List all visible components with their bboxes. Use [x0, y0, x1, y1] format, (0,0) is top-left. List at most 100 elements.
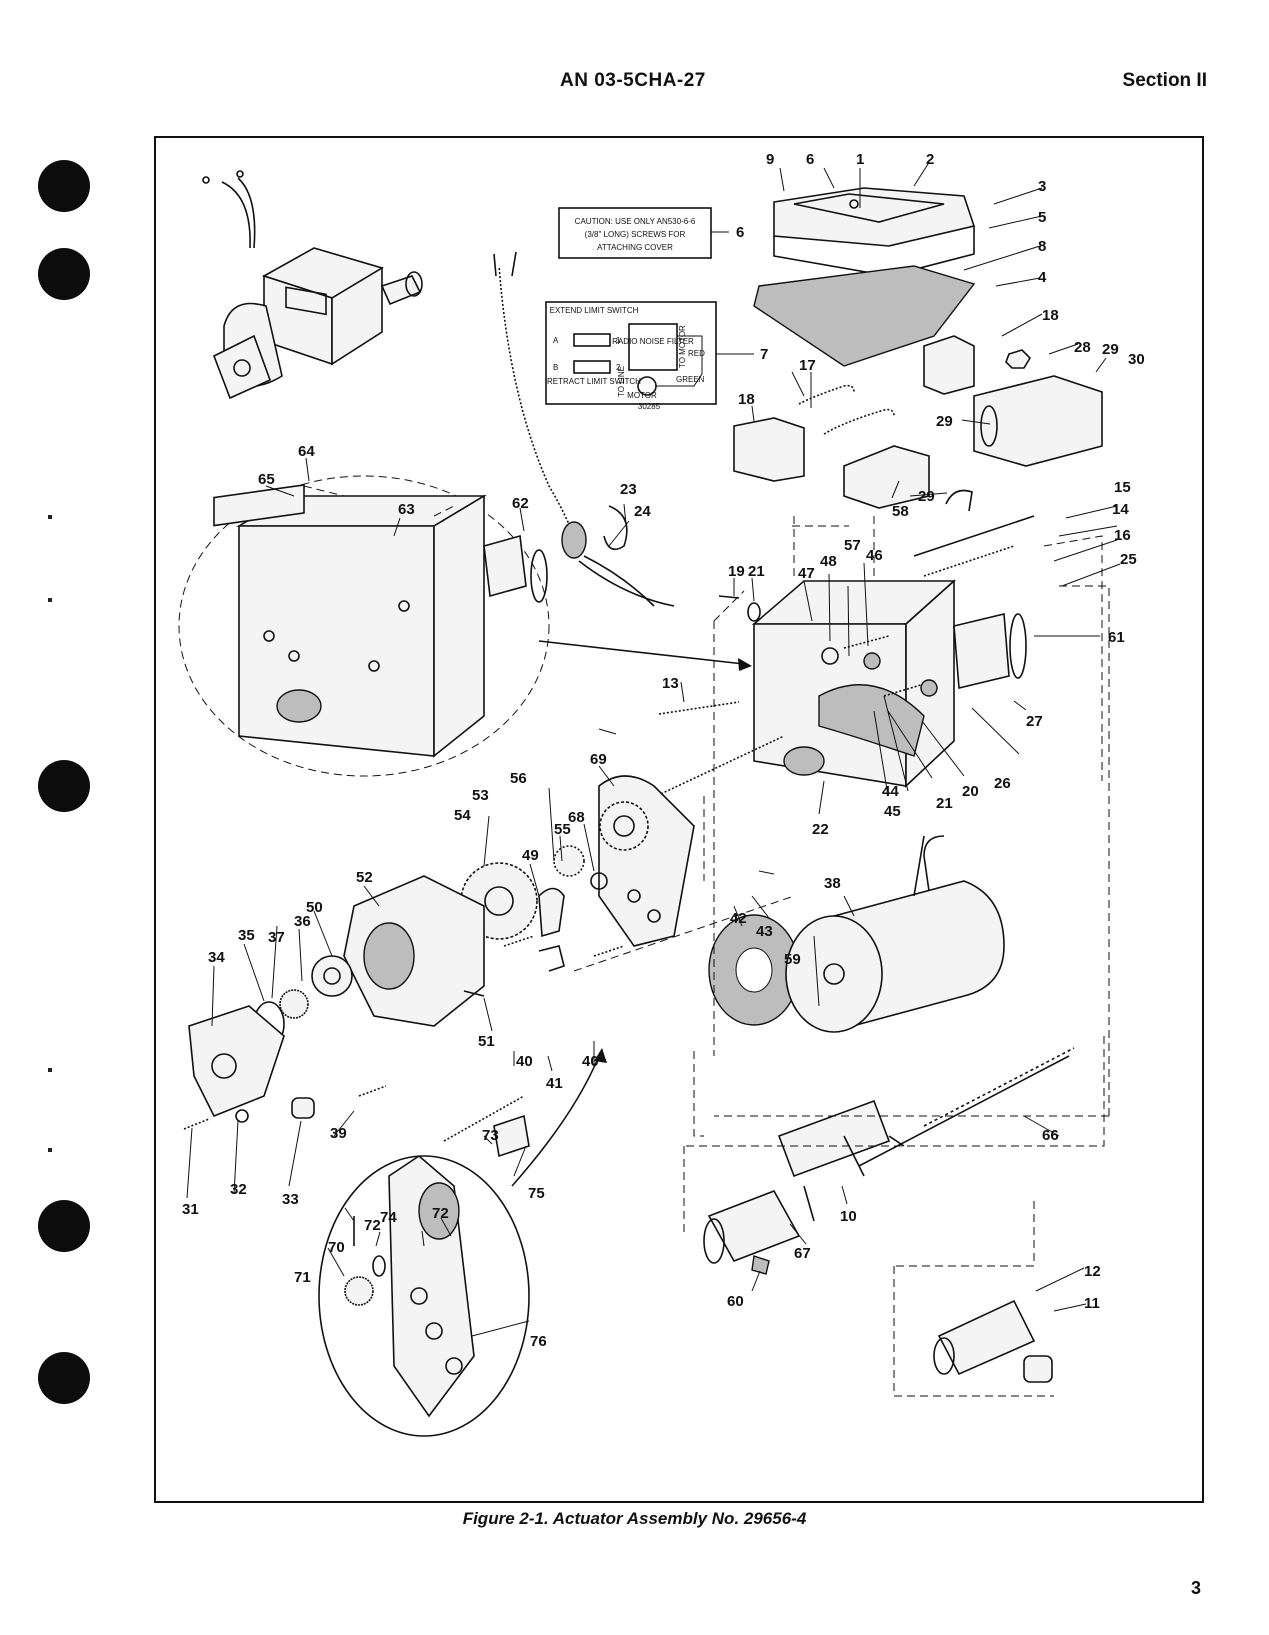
callout-4: 4	[1038, 269, 1047, 286]
binder-hole	[38, 160, 90, 212]
figure-frame	[154, 136, 1204, 1503]
binder-hole	[38, 1352, 90, 1404]
document-number: AN 03-5CHA-27	[560, 70, 706, 91]
callout-62: 62	[512, 495, 529, 512]
callout-10: 10	[840, 1208, 857, 1225]
callout-6: 6	[736, 224, 744, 241]
callout-71: 71	[294, 1269, 311, 1286]
motor-assembly	[708, 835, 1005, 1033]
callout-22: 22	[812, 821, 829, 838]
callout-51: 51	[478, 1033, 495, 1050]
callout-58: 58	[892, 503, 909, 520]
page-mark	[48, 1148, 52, 1152]
callout-63: 63	[398, 501, 415, 518]
callout-56: 56	[510, 770, 527, 787]
caution-line-2: (3/8" LONG) SCREWS FOR	[585, 230, 686, 239]
caution-line-1: CAUTION: USE ONLY AN530-6-6	[575, 217, 696, 226]
callout-24: 24	[634, 503, 651, 520]
callout-47: 47	[798, 565, 815, 582]
callout-45: 45	[884, 803, 901, 820]
callout-40a: 40	[516, 1053, 533, 1070]
callout-76: 76	[530, 1333, 547, 1350]
callout-75: 75	[528, 1185, 545, 1202]
callout-40b: 40	[582, 1053, 599, 1070]
callout-2: 2	[926, 151, 934, 168]
callout-57: 57	[844, 537, 861, 554]
callout-20: 20	[962, 783, 979, 800]
schematic-green: GREEN	[676, 375, 705, 384]
gear-train	[183, 775, 695, 1130]
page-mark	[48, 598, 52, 602]
callout-33: 33	[282, 1191, 299, 1208]
callout-68: 68	[568, 809, 585, 826]
callout-44: 44	[882, 783, 899, 800]
binder-hole	[38, 1200, 90, 1252]
callout-18a: 18	[738, 391, 755, 408]
callout-73: 73	[482, 1127, 499, 1144]
callout-61: 61	[1108, 629, 1125, 646]
callout-48: 48	[820, 553, 837, 570]
switch-components	[733, 335, 1103, 512]
callout-19: 19	[728, 563, 745, 580]
schematic-motor-number: 30285	[638, 402, 661, 411]
callout-5: 5	[1038, 209, 1046, 226]
callout-26: 26	[994, 775, 1011, 792]
assembled-actuator	[202, 170, 423, 400]
callout-28: 28	[1074, 339, 1091, 356]
callout-3: 3	[1038, 178, 1046, 195]
housing-detail	[178, 475, 550, 777]
callout-60: 60	[727, 1293, 744, 1310]
callout-18b: 18	[1042, 307, 1059, 324]
callout-numbers: 1 2 3 4 5 6 8 9 10 11 12 13 14 15 16 17 …	[182, 151, 1145, 1350]
callout-15: 15	[1114, 479, 1131, 496]
binder-hole	[38, 248, 90, 300]
schematic-filter: RADIO NOISE FILTER	[612, 337, 694, 346]
callout-59: 59	[784, 951, 801, 968]
exploded-view-diagram: CAUTION: USE ONLY AN530-6-6 (3/8" LONG) …	[178, 151, 1145, 1437]
callout-6b: 6	[806, 151, 814, 168]
callout-38: 38	[824, 875, 841, 892]
schematic-to-line: TO LINE	[617, 366, 626, 397]
schematic-terminal-b: B	[553, 363, 558, 372]
schematic-red: RED	[688, 349, 705, 358]
figure-caption: Figure 2-1. Actuator Assembly No. 29656-…	[462, 1509, 807, 1528]
page-mark	[48, 515, 52, 519]
callout-54: 54	[454, 807, 471, 824]
page-number: 3	[1190, 1578, 1201, 1598]
callout-12: 12	[1084, 1263, 1101, 1280]
schematic-retract-switch: RETRACT LIMIT SWITCH	[547, 377, 641, 386]
callout-13: 13	[662, 675, 679, 692]
callout-7: 7	[760, 346, 768, 363]
schematic-terminal-1: 1	[616, 336, 621, 345]
callout-29a: 29	[936, 413, 953, 430]
callout-1: 1	[856, 151, 864, 168]
callout-69: 69	[590, 751, 607, 768]
page-mark	[48, 1068, 52, 1072]
callout-39: 39	[330, 1125, 347, 1142]
schematic-motor: MOTOR	[627, 391, 657, 400]
callout-25: 25	[1120, 551, 1137, 568]
callout-72b: 72	[364, 1217, 381, 1234]
callout-43: 43	[756, 923, 773, 940]
binder-hole	[38, 760, 90, 812]
callout-46: 46	[866, 547, 883, 564]
schematic-to-motor: TO MOTOR	[678, 325, 687, 368]
callout-74: 74	[380, 1209, 397, 1226]
callout-16: 16	[1114, 527, 1131, 544]
callout-37: 37	[268, 929, 285, 946]
callout-67: 67	[794, 1245, 811, 1262]
callout-64: 64	[298, 443, 315, 460]
schematic-extend-switch: EXTEND LIMIT SWITCH	[550, 306, 639, 315]
schematic-terminal-2: 2	[616, 363, 621, 372]
callout-66: 66	[1042, 1127, 1059, 1144]
leader-lines	[186, 163, 1121, 1337]
callout-42: 42	[730, 910, 747, 927]
callout-23: 23	[620, 481, 637, 498]
callout-70: 70	[328, 1239, 345, 1256]
callout-50: 50	[306, 899, 323, 916]
callout-9: 9	[766, 151, 774, 168]
callout-8: 8	[1038, 238, 1046, 255]
callout-35: 35	[238, 927, 255, 944]
section-label: Section II	[1122, 70, 1207, 91]
cable-harness	[493, 251, 675, 607]
